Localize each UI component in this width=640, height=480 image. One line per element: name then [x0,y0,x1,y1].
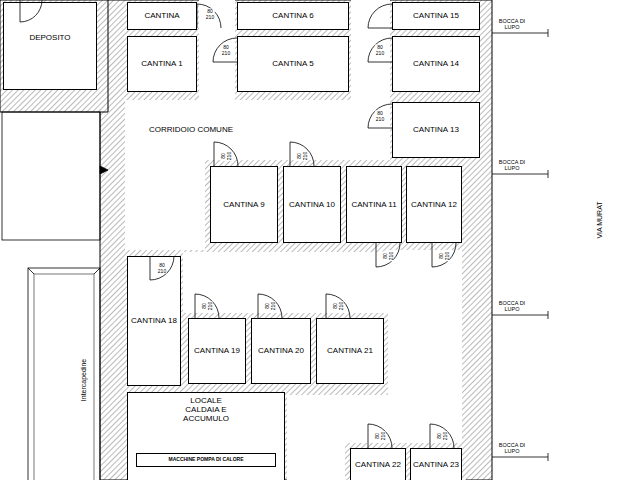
door-size: 80 210 [439,251,450,261]
room-name: DEPOSITO [29,33,70,42]
light-well-label: BOCCA DI LUPO [494,159,530,171]
room-name: CORRIDOIO COMUNE [149,125,233,134]
room-floor [237,36,349,92]
room-box: CANTINA 5 [237,36,349,92]
room-floor [406,166,462,243]
room-floors [3,2,480,480]
room-name: CANTINA 18 [131,316,177,325]
door-size: 80 210 [333,301,344,311]
room-box: CANTINA [127,2,197,30]
door-size: 80 210 [375,45,385,56]
room-box: CANTINA 10 [283,166,341,243]
door-size: 80 210 [265,301,276,311]
room-floor [3,2,97,90]
room-box: CANTINA 9 [210,166,278,243]
room-name: CANTINA 11 [351,200,396,209]
room-name: CANTINA 13 [413,125,459,134]
room-name: CANTINA 10 [289,200,335,209]
room-box: CANTINA 13 [392,102,480,158]
light-well-leaders [492,29,548,461]
room-floor [392,2,480,30]
light-well-label: BOCCA DI LUPO [494,18,530,30]
room-name: CANTINA 20 [258,346,304,355]
room-floor [251,318,311,384]
room-floor [392,36,480,92]
door-size: 80 210 [205,9,215,20]
equipment-box: MACCHINE POMPA DI CALORE [136,453,276,467]
door-size: 80 210 [383,251,394,261]
door-size: 80 210 [437,431,448,441]
door-size: 80 210 [297,151,308,161]
light-well-label: BOCCA DI LUPO [494,442,530,454]
room-floor [237,2,349,30]
door-size: 80 210 [221,45,231,56]
room-box: CANTINA 18 [127,256,181,386]
room-box: CANTINA 19 [188,318,246,384]
room-floor [127,2,197,30]
room-floor [392,102,480,158]
room-box: CANTINA 23 [410,448,462,480]
room-floor [210,166,278,243]
light-well-label: BOCCA DI LUPO [494,300,530,312]
room-floor [188,318,246,384]
room-floor [127,36,197,92]
room-name: CANTINA 22 [355,460,401,469]
room-name: CANTINA 19 [194,346,240,355]
door-size: 80 210 [221,151,232,161]
room-box: CANTINA 12 [406,166,462,243]
room-name: CANTINA 9 [223,200,264,209]
room-box: CANTINA 15 [392,2,480,30]
room-floor [346,166,402,243]
door-size: 80 210 [202,301,213,311]
door-size: 80 210 [157,263,167,274]
corridor-area: CORRIDOIO COMUNE [125,100,390,160]
room-box: CANTINA 14 [392,36,480,92]
room-box: CANTINA 21 [316,318,384,384]
outside-details [2,112,108,480]
room-box: LOCALE CALDAIA E ACCUMULO MACCHINE POMPA … [127,392,285,480]
room-box: DEPOSITO [3,2,97,90]
room-box: CANTINA 1 [127,36,197,92]
room-name: CANTINA 23 [413,460,459,469]
room-box: CANTINA 6 [237,2,349,30]
room-name: CANTINA [144,11,179,20]
room-name: CANTINA 5 [272,59,313,68]
room-floor [125,100,390,160]
room-name: CANTINA 1 [141,59,182,68]
room-box: CANTINA 20 [251,318,311,384]
room-name: MACCHINE POMPA DI CALORE [169,457,244,463]
door-size: 80 210 [375,111,385,122]
door-size: 80 210 [375,431,386,441]
door-swings [20,0,456,448]
cavity-label: Intercapedine [80,358,88,402]
room-name: LOCALE CALDAIA E ACCUMULO [181,396,231,424]
room-box: CANTINA 11 [346,166,402,243]
room-floor [127,256,181,386]
room-name: CANTINA 15 [413,11,459,20]
room-floor [127,392,285,480]
room-name: CANTINA 6 [272,11,313,20]
room-name: CANTINA 21 [327,346,373,355]
room-name: CANTINA 14 [413,59,459,68]
room-floor [316,318,384,384]
room-floor [410,448,462,480]
room-name: CANTINA 12 [411,200,457,209]
street-name: VIA MURAT [596,200,604,239]
room-box: CANTINA 22 [350,448,406,480]
room-floor [350,448,406,480]
room-floor [283,166,341,243]
